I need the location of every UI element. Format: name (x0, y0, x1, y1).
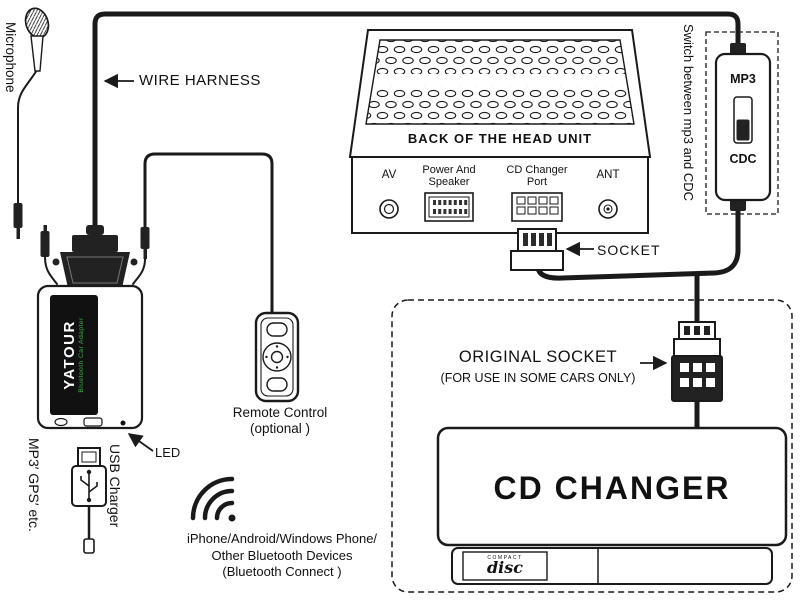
socket-connector (510, 228, 564, 271)
remote-top-button (266, 322, 288, 337)
power-speaker-line2: Speaker (428, 176, 470, 188)
original-socket-note: (FOR USE IN SOME CARS ONLY) (440, 371, 636, 385)
cd-changer-port-connector (511, 192, 563, 222)
power-speaker-line1: Power And (422, 164, 476, 176)
usb-charger-label: USB Charger (107, 444, 123, 528)
head-unit-title: BACK OF THE HEAD UNIT (407, 131, 593, 146)
plugs (13, 203, 150, 259)
callout-arrows (103, 73, 668, 452)
cables (17, 11, 741, 541)
usb-charger-icon (71, 447, 107, 554)
remote-control-label: Remote Control (232, 405, 328, 420)
socket-label: SOCKET (597, 242, 661, 258)
adapter-brand-sub: Bluetooth Car Adapter (78, 317, 85, 393)
adapter-led-dot (120, 420, 126, 426)
db9-connector (52, 225, 138, 288)
adapter-brand: YATOUR (61, 320, 78, 390)
cdc-label: CDC (729, 152, 757, 166)
cd-port-label: CD Changer Port (502, 164, 572, 188)
adapter-usb-port (83, 417, 103, 427)
original-socket-connector (671, 321, 723, 402)
signal-waves-icon (190, 476, 236, 522)
cd-changer-label: CD CHANGER (493, 470, 731, 506)
led-arrow (127, 433, 154, 452)
bluetooth-devices-label: iPhone/Android/Windows Phone/ Other Blue… (157, 531, 407, 581)
cd-port-line1: CD Changer (506, 164, 568, 176)
remote-plug (140, 227, 150, 249)
compact-disc-logo-top: COMPACT (487, 555, 523, 561)
switch-slider-knob (736, 119, 750, 141)
cd-port-line2: Port (526, 176, 548, 188)
wire-harness-cable (92, 11, 741, 236)
original-socket-label: ORIGINAL SOCKET (458, 348, 618, 366)
mp3-label: MP3 (730, 72, 756, 86)
remote-control-device (254, 311, 300, 403)
mp3-cdc-switch (714, 43, 772, 211)
cd-changer-unit (436, 426, 788, 585)
microphone-cable (17, 69, 38, 204)
av-connector (379, 199, 399, 219)
antenna-connector (598, 199, 618, 219)
head-unit (348, 29, 652, 234)
microphone-label: Microphone (3, 22, 18, 93)
adapter-device (36, 284, 144, 430)
left-pigtail (44, 256, 58, 285)
av-label: AV (381, 169, 397, 181)
cd-changer-dashed-box (391, 299, 793, 593)
remote-optional-label: (optional ) (249, 421, 311, 436)
remote-bottom-button (266, 377, 288, 392)
switch-note-label: Switch between mp3 and CDC (681, 24, 696, 202)
remote-cable (143, 152, 274, 315)
switch-to-socket-cable (535, 207, 741, 281)
microphone-icon (24, 7, 50, 72)
bluetooth-line2: Other Bluetooth Devices (211, 547, 353, 563)
compact-disc-logo-main: disc (486, 558, 523, 577)
power-speaker-connector (424, 192, 474, 222)
bluetooth-line1: iPhone/Android/Windows Phone/ (186, 531, 378, 546)
wire-harness-label: WIRE HARNESS (139, 72, 261, 89)
ant-label: ANT (596, 169, 620, 181)
switch-dashed-box (705, 31, 779, 215)
led-label: LED (155, 445, 181, 460)
power-speaker-label: Power And Speaker (414, 164, 484, 188)
compact-disc-logo: COMPACT disc (463, 552, 547, 580)
adapter-led (54, 417, 68, 427)
microphone-plug (13, 203, 23, 228)
right-pigtail (132, 258, 146, 285)
bluetooth-line3: (Bluetooth Connect ) (222, 564, 342, 579)
aux-jack (40, 231, 50, 257)
adapter-label-plate (50, 295, 98, 415)
sources-label: MP3′ GPS′ etc. (26, 438, 42, 532)
adapter-brand-plate: YATOUR Bluetooth Car Adapter (54, 295, 94, 415)
compact-disc-logo-box (462, 551, 548, 581)
